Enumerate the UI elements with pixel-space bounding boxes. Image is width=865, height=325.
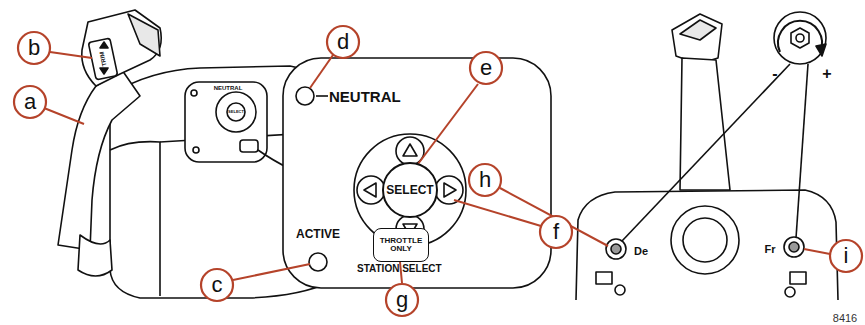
bolt-center — [796, 34, 804, 42]
mount-hole — [615, 285, 625, 295]
callout-letter: e — [480, 57, 492, 79]
keypad-panel: NEUTRAL ACTIVE STATION SELECT SELECT THROTTL… — [283, 58, 551, 288]
housing-port — [596, 272, 612, 284]
rotation-head — [816, 44, 826, 56]
left-button — [357, 176, 385, 204]
figure-number: 8416 — [833, 313, 857, 324]
friction-screw — [784, 237, 804, 257]
button-text: THROTTLE ONLY — [377, 237, 425, 254]
small-select-button — [227, 103, 245, 121]
callout-circle — [469, 164, 501, 196]
screw-label: Fr — [765, 244, 776, 255]
small-led — [193, 147, 199, 153]
callout-circle — [470, 52, 502, 84]
callout-letter: h — [479, 169, 491, 191]
side-lever-shaft — [680, 58, 730, 190]
small-button — [240, 140, 258, 152]
throttle-only-button: THROTTLE ONLY — [373, 228, 429, 262]
screw-head — [789, 242, 799, 252]
keypad-panel — [283, 58, 551, 288]
adjust-icon — [774, 12, 826, 64]
button-text: NEUTRAL — [329, 89, 401, 105]
mount-hole — [785, 287, 795, 297]
lever-hub — [78, 235, 112, 276]
housing-port — [790, 272, 806, 284]
callout-letter: g — [396, 289, 408, 311]
right-button — [435, 176, 463, 204]
lever-hub-inner — [683, 218, 727, 262]
sign-minus: - — [772, 66, 777, 82]
callout-leader — [804, 249, 830, 254]
callout-letter: a — [24, 91, 36, 113]
arrow-left — [364, 183, 376, 197]
small-select-pad — [216, 92, 256, 132]
callout-leader — [50, 52, 92, 58]
small-panel-text: SELECT — [228, 110, 244, 114]
callout-circle — [201, 269, 233, 301]
button-text: ACTIVE — [296, 228, 340, 241]
callout-circle — [540, 216, 572, 248]
callout-letter: b — [28, 37, 40, 59]
trim-switch — [88, 38, 117, 80]
button-text: STATION SELECT — [357, 264, 442, 275]
rotation-arrow — [778, 21, 822, 52]
screw-head — [611, 244, 621, 254]
small-keypad — [185, 82, 267, 162]
callout-circle — [18, 32, 50, 64]
callout-letter: f — [553, 221, 559, 243]
housing-edge — [110, 142, 160, 296]
small-led — [191, 90, 197, 96]
arrow-right — [444, 183, 456, 197]
neutral-led — [296, 87, 314, 105]
callout-circle — [327, 26, 359, 58]
leader-line — [622, 64, 790, 241]
callout-leader — [233, 264, 310, 280]
side-grip — [672, 14, 722, 64]
callout-letter: d — [337, 31, 349, 53]
button-text: SELECT — [386, 184, 433, 197]
leader-line — [796, 64, 808, 238]
screw-label: De — [634, 246, 648, 257]
led-dash — [316, 95, 328, 97]
callout-leader — [44, 108, 84, 124]
small-panel-text: NEUTRAL — [214, 85, 243, 91]
callout-letter: c — [212, 274, 223, 296]
sign-plus: + — [822, 66, 831, 82]
active-led — [309, 253, 327, 271]
grip-ridge — [128, 14, 160, 56]
arrow-up — [403, 144, 417, 156]
hex-bolt — [791, 28, 809, 48]
lever-hub — [671, 206, 739, 274]
callout-letter: i — [844, 245, 849, 267]
callout-circle — [830, 240, 862, 272]
callout-circle — [386, 284, 418, 316]
callout-leader — [418, 84, 478, 164]
callout-leader — [310, 55, 333, 88]
select-button: SELECT — [382, 162, 438, 218]
side-grip-top — [680, 20, 716, 40]
control-lever — [58, 70, 140, 250]
detent-screw — [606, 239, 626, 259]
lever-grip — [82, 10, 161, 86]
callout-circle — [14, 86, 46, 118]
